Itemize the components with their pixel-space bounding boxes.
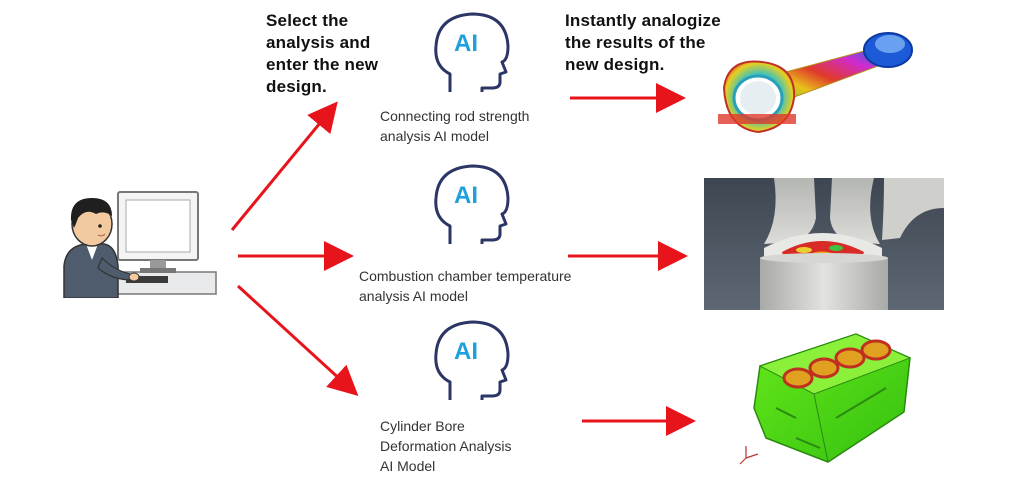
ai-head-icon: AI (430, 10, 512, 101)
combustion-model-label: Combustion chamber temperature analysis … (359, 268, 572, 304)
combustion-chamber-render (704, 178, 944, 310)
ai-badge: AI (454, 30, 478, 57)
select-analysis-caption: Select the analysis and enter the new de… (266, 11, 379, 96)
ai-head-icon: AI (430, 318, 512, 409)
person-at-computer-icon (63, 191, 217, 298)
arrow-to-rod-model (230, 101, 338, 231)
ai-head-icon: AI (430, 162, 512, 253)
bore-model-label: Cylinder Bore Deformation Analysis AI Mo… (380, 418, 512, 474)
connecting-rod-render (718, 32, 913, 134)
ai-badge: AI (454, 338, 478, 365)
engine-block-render (739, 333, 912, 465)
results-caption: Instantly analogize the results of the n… (565, 11, 721, 74)
ai-badge: AI (454, 182, 478, 209)
rod-model-label: Connecting rod strength analysis AI mode… (380, 108, 530, 144)
arrow-to-bore-model (236, 284, 359, 397)
